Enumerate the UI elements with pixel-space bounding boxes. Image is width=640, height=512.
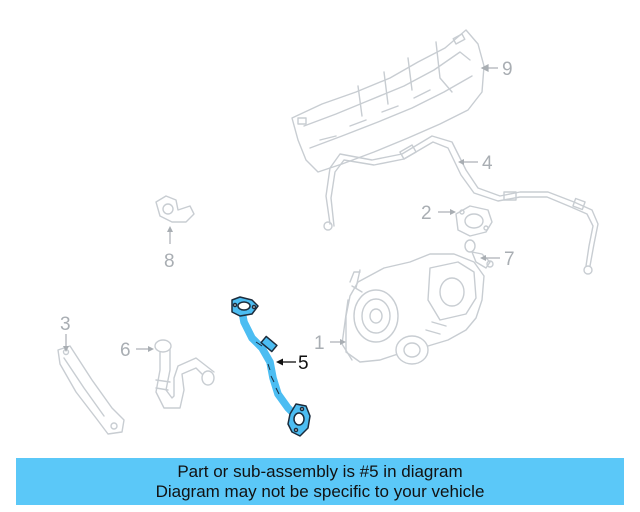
heat-shield-part[interactable]	[291, 29, 485, 173]
banner-line-2: Diagram may not be specific to your vehi…	[155, 481, 485, 501]
callout-7: 7	[504, 249, 515, 270]
bottom-flange-bolt	[293, 427, 299, 433]
callout-4: 4	[482, 153, 493, 174]
bracket-part[interactable]	[57, 345, 125, 435]
parts-diagram: 9 4 2 7 8 1 3 6 5	[57, 29, 599, 437]
oil-line-part[interactable]	[323, 135, 599, 275]
callout-2: 2	[421, 203, 432, 224]
oil-drain-pipe-part[interactable]	[231, 296, 311, 437]
arrowhead	[458, 159, 464, 165]
hose-part[interactable]	[154, 339, 215, 409]
arrowhead	[276, 358, 283, 366]
pipe-shading	[255, 341, 280, 395]
callout-leaders	[63, 64, 500, 352]
pipe-sleeve	[260, 335, 278, 353]
fitting-part[interactable]	[464, 239, 494, 269]
banner-line-1: Part or sub-assembly is #5 in diagram	[177, 461, 463, 481]
callout-8: 8	[164, 251, 175, 272]
callout-6: 6	[120, 340, 131, 361]
arrowhead	[480, 255, 486, 261]
arrowhead	[148, 346, 154, 352]
arrowhead	[340, 339, 346, 345]
bottom-flange-hole	[293, 412, 305, 426]
bottom-flange-bolt	[299, 406, 305, 412]
top-flange-bolt	[232, 302, 238, 308]
callout-9: 9	[502, 59, 513, 80]
sensor-part[interactable]	[155, 195, 195, 223]
top-flange-bolt	[251, 304, 257, 310]
pipe-body	[237, 302, 302, 422]
arrowhead	[450, 209, 456, 215]
turbocharger-part[interactable]	[341, 253, 485, 365]
callout-5-group[interactable]: 5	[276, 353, 309, 374]
gasket-part[interactable]	[455, 205, 493, 237]
arrowhead	[480, 64, 489, 72]
callout-3: 3	[60, 314, 71, 335]
info-banner: Part or sub-assembly is #5 in diagram Di…	[16, 458, 624, 505]
callout-5: 5	[298, 353, 309, 374]
arrowhead	[167, 226, 173, 232]
callout-1: 1	[314, 333, 325, 354]
top-flange-hole	[237, 301, 251, 311]
arrowhead	[63, 346, 69, 352]
